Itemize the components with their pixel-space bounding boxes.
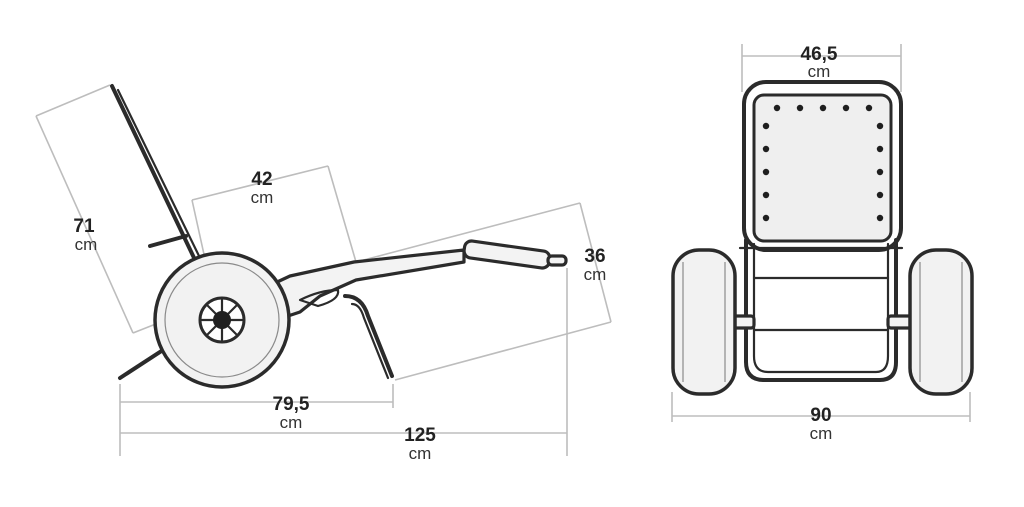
label-total-length-value: 125	[404, 425, 436, 446]
label-handle-unit: cm	[584, 265, 607, 284]
label-seat-width-unit: cm	[808, 62, 831, 81]
backrest-rivets	[762, 104, 884, 222]
label-seat-value: 42	[251, 169, 272, 190]
label-seat-width-value: 46,5	[801, 44, 838, 65]
label-base-unit: cm	[280, 413, 303, 432]
front-labels: 46,5 cm 90 cm	[801, 44, 838, 443]
label-total-width-value: 90	[810, 405, 831, 426]
front-wheel-left	[671, 248, 737, 396]
side-view: 71 cm 42 cm 36 cm 79,5 cm 125 cm	[35, 84, 612, 463]
label-handle-value: 36	[584, 246, 605, 267]
label-base-value: 79,5	[273, 394, 310, 415]
side-wheel	[153, 251, 291, 389]
front-wheel-right	[908, 248, 974, 396]
front-view: 46,5 cm 90 cm	[671, 44, 974, 443]
front-backrest	[742, 80, 903, 252]
front-dimension-lines	[671, 44, 971, 422]
label-total-width-unit: cm	[810, 424, 833, 443]
side-labels: 71 cm 42 cm 36 cm 79,5 cm 125 cm	[73, 169, 606, 463]
label-backrest-unit: cm	[75, 235, 98, 254]
side-dimension-lines	[35, 84, 612, 456]
label-seat-unit: cm	[251, 188, 274, 207]
label-total-length-unit: cm	[409, 444, 432, 463]
label-backrest-value: 71	[73, 216, 95, 237]
front-frame	[728, 238, 914, 382]
